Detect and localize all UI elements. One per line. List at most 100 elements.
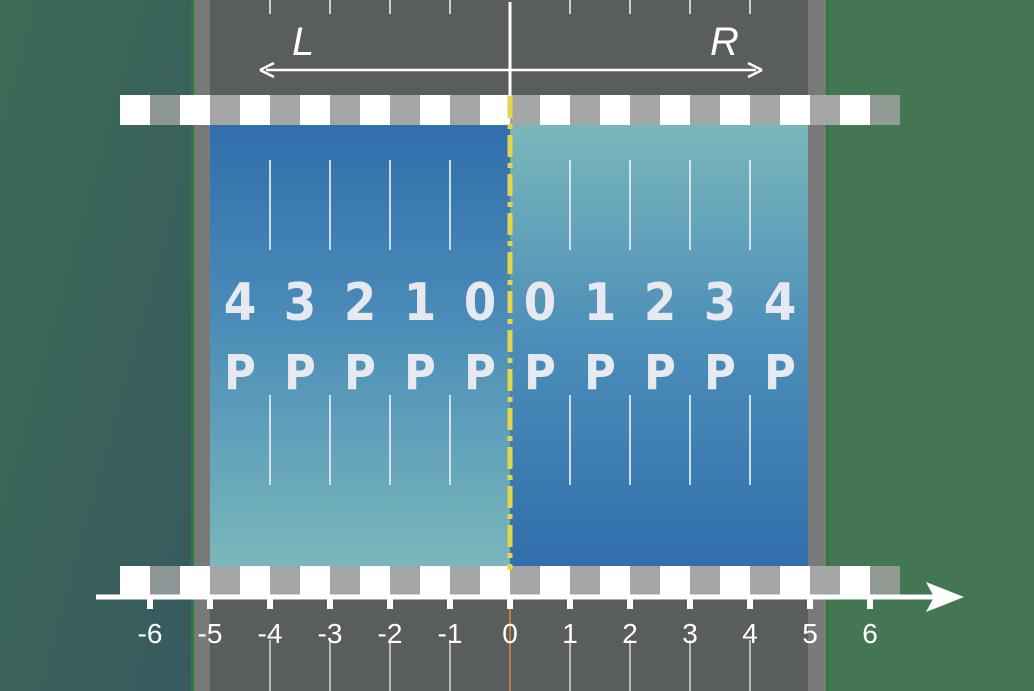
x-axis-tick-mark [207, 597, 213, 609]
stripe-white-block [600, 566, 630, 596]
stripe-gray-block [150, 566, 180, 596]
stripe-white-block [780, 566, 810, 596]
stripe-white-block [420, 95, 450, 125]
x-axis-tick-mark [387, 597, 393, 609]
x-axis-tick-mark [807, 597, 813, 609]
right-lane-number: 4 [763, 273, 797, 333]
stripe-gray-block [330, 566, 360, 596]
stripe-white-block [660, 95, 690, 125]
left-lane-number: 3 [283, 273, 317, 333]
stripe-white-block [600, 95, 630, 125]
stripe-white-block [720, 566, 750, 596]
stripe-gray-block [390, 566, 420, 596]
right-lane-number: 2 [643, 273, 677, 333]
x-axis-tick-label: -2 [377, 618, 403, 649]
stripe-gray-block [270, 566, 300, 596]
stripe-white-block [120, 566, 150, 596]
stripe-gray-block [150, 95, 180, 125]
left-lane-number: 4 [223, 273, 257, 333]
stripe-gray-block [330, 95, 360, 125]
stripe-gray-block [510, 566, 540, 596]
stripe-white-block [480, 95, 510, 125]
stripe-gray-block [270, 95, 300, 125]
right-lane-p: P [704, 345, 736, 401]
stripe-white-block [840, 566, 870, 596]
stripe-gray-block [450, 566, 480, 596]
x-axis-tick-label: -4 [257, 618, 283, 649]
stripe-white-block [660, 566, 690, 596]
stripe-white-block [240, 95, 270, 125]
right-lane-p: P [584, 345, 616, 401]
stripe-gray-block [630, 566, 660, 596]
stripe-white-block [480, 566, 510, 596]
arrow-right-head-icon [747, 61, 763, 79]
stripe-white-block [360, 566, 390, 596]
right-direction-label: R [710, 20, 739, 64]
stripe-white-block [420, 566, 450, 596]
stripe-white-block [540, 95, 570, 125]
bottom-lane-dashes [269, 640, 751, 691]
left-lane-number: 1 [403, 273, 437, 333]
stripe-gray-block [210, 95, 240, 125]
left-lane-number: 2 [343, 273, 377, 333]
x-axis-tick-mark [267, 597, 273, 609]
stripe-gray-block [750, 95, 780, 125]
x-axis-tick-label: 5 [802, 618, 818, 649]
stripe-white-block [300, 566, 330, 596]
x-axis-tick-mark [687, 597, 693, 609]
stripe-gray-block [870, 95, 900, 125]
left-lane-p: P [344, 345, 376, 401]
x-axis-tick-mark [867, 597, 873, 609]
x-axis-arrowhead-icon [926, 582, 964, 612]
stripe-white-block [840, 95, 870, 125]
stripe-white-block [180, 566, 210, 596]
stripe-gray-block [810, 566, 840, 596]
left-direction-label: L [292, 20, 315, 64]
road-shoulder-left [192, 0, 210, 691]
stripe-gray-block [690, 566, 720, 596]
stripe-white-block [540, 566, 570, 596]
left-lane-p: P [224, 345, 256, 401]
stripe-gray-block [810, 95, 840, 125]
x-axis-tick-mark [447, 597, 453, 609]
stripe-gray-block [510, 95, 540, 125]
right-lane-p: P [524, 345, 556, 401]
x-axis-tick-label: 1 [562, 618, 578, 649]
x-axis-tick-label: -3 [317, 618, 343, 649]
road-edge-left [191, 0, 194, 691]
x-axis-tick-label: -1 [437, 618, 463, 649]
stripe-gray-block [570, 95, 600, 125]
stripe-white-block [720, 95, 750, 125]
stripe-gray-block [570, 566, 600, 596]
x-axis-tick-mark [147, 597, 153, 609]
stripe-gray-block [690, 95, 720, 125]
stripe-gray-block [750, 566, 780, 596]
right-lane-p: P [764, 345, 796, 401]
left-lane-p: P [284, 345, 316, 401]
lane-dividers [269, 160, 751, 485]
x-axis-tick-mark [507, 597, 513, 609]
top-lane-dashes [269, 0, 751, 14]
right-lane-number: 1 [583, 273, 617, 333]
stripe-gray-block [390, 95, 420, 125]
road-edge-right [826, 0, 829, 691]
x-axis-tick-mark [627, 597, 633, 609]
right-lane-p: P [644, 345, 676, 401]
x-axis-tick-mark [747, 597, 753, 609]
stripe-gray-block [450, 95, 480, 125]
right-lane-number: 3 [703, 273, 737, 333]
x-axis-tick-mark [327, 597, 333, 609]
x-axis-tick-label: 4 [742, 618, 758, 649]
x-axis-tick-label: -5 [197, 618, 223, 649]
stripe-white-block [300, 95, 330, 125]
stripe-gray-block [630, 95, 660, 125]
stripe-white-block [240, 566, 270, 596]
stripe-gray-block [210, 566, 240, 596]
left-lane-zone [210, 125, 510, 566]
x-axis-tick-mark [567, 597, 573, 609]
x-axis-tick-label: 2 [622, 618, 638, 649]
stripe-white-block [180, 95, 210, 125]
x-axis-tick-label: 3 [682, 618, 698, 649]
x-axis-ticks [147, 597, 873, 609]
